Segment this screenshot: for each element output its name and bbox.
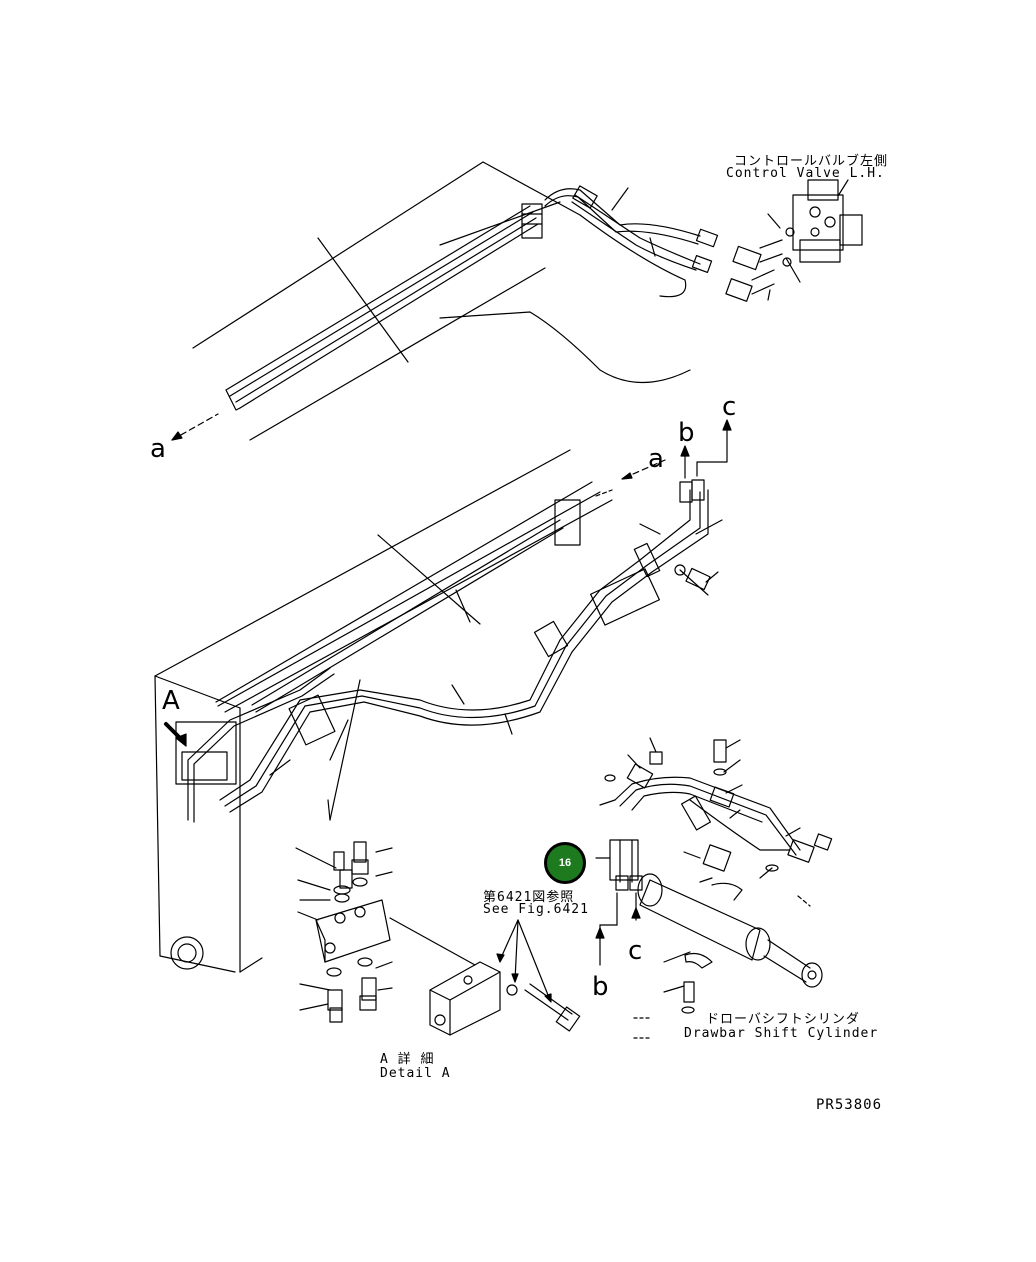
part-callout-16[interactable]: 16 xyxy=(544,842,586,884)
see-fig-label-en: See Fig.6421 xyxy=(483,902,589,917)
control-valve-label-en: Control Valve L.H. xyxy=(726,166,885,181)
ref-letter-a-right: a xyxy=(648,444,664,474)
drawbar-label-jp: ドローバシフトシリンダ xyxy=(706,1012,860,1027)
detail-a-drawing xyxy=(295,841,581,1036)
ref-letter-A: A xyxy=(162,686,180,716)
ref-letter-c-bottom: c xyxy=(628,936,643,966)
drawbar-label-en: Drawbar Shift Cylinder xyxy=(684,1026,879,1041)
ref-letter-c-top: c xyxy=(722,392,737,422)
ref-letter-a-left: a xyxy=(150,434,166,464)
ref-letter-b-bottom: b xyxy=(592,972,609,1002)
control-valve-drawing xyxy=(725,179,863,302)
control-valve-label-jp: コントロールバルブ左側 xyxy=(734,154,889,169)
lower-frame xyxy=(154,419,732,973)
ref-letter-b-top: b xyxy=(678,418,695,448)
shift-cylinder-drawing xyxy=(595,737,833,1039)
upper-frame xyxy=(171,161,719,441)
detail-a-label-jp: A 詳 細 xyxy=(380,1052,435,1067)
part-code-label: PR53806 xyxy=(816,1097,883,1113)
detail-a-label-en: Detail A xyxy=(380,1066,451,1081)
see-fig-label-jp: 第6421図参照 xyxy=(483,890,575,905)
